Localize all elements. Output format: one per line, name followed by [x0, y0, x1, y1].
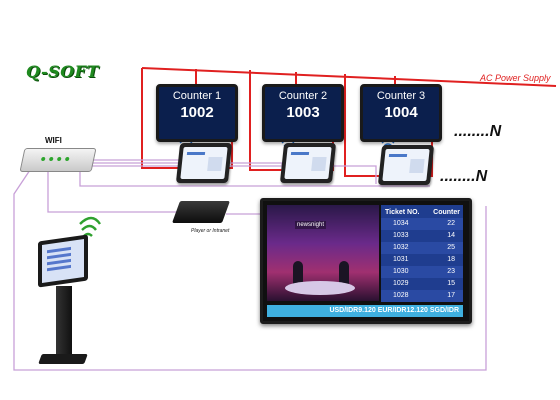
- counter-display-3: Counter 3 1004: [360, 84, 442, 142]
- tv-video-area: newsnight: [267, 205, 379, 301]
- wifi-label: WIFI: [45, 136, 62, 145]
- tv-channel-logo: newsnight: [295, 221, 327, 229]
- table-row: 1030 23: [381, 266, 463, 278]
- counter-tablet-3[interactable]: [377, 145, 435, 185]
- brand-logo: Q-SOFT: [26, 62, 99, 81]
- counter-display-2: Counter 2 1003: [262, 84, 344, 142]
- more-counters-label: ........N: [454, 123, 502, 140]
- ticket-number: 1029: [393, 280, 409, 287]
- table-row: 1028 17: [381, 290, 463, 302]
- currency-ticker: USD/IDR9.120 EUR/IDR12.120 SGD/IDR: [267, 305, 463, 317]
- counter-number: 14: [447, 232, 455, 239]
- counter-display-number: 1002: [180, 104, 214, 121]
- kiosk-base: [38, 354, 88, 364]
- ticket-number: 1032: [393, 244, 409, 251]
- media-player-box: [171, 201, 231, 223]
- ac-power-label: AC Power Supply: [480, 73, 551, 83]
- more-tablets-label: ........N: [440, 168, 488, 185]
- data-line-player: [47, 168, 192, 213]
- counter-number: 23: [447, 268, 455, 275]
- counter-display-label: Counter 3: [376, 90, 426, 102]
- header-ticket-no: Ticket NO.: [385, 209, 420, 216]
- table-row: 1031 18: [381, 254, 463, 266]
- wifi-router: [19, 148, 97, 172]
- ticket-number: 1034: [393, 220, 409, 227]
- ticket-number: 1030: [393, 268, 409, 275]
- counter-tablet-1[interactable]: [175, 143, 233, 183]
- ticket-number: 1033: [393, 232, 409, 239]
- counter-number: 18: [447, 256, 455, 263]
- table-row: 1032 25: [381, 242, 463, 254]
- ticket-number: 1031: [393, 256, 409, 263]
- player-label: Player or Intranet: [191, 228, 230, 234]
- table-row: 1029 15: [381, 278, 463, 290]
- counter-display-label: Counter 2: [278, 90, 328, 102]
- counter-display-label: Counter 1: [172, 90, 222, 102]
- counter-display-number: 1004: [384, 104, 418, 121]
- ac-power-bus: [141, 67, 557, 87]
- table-row: 1034 22: [381, 218, 463, 230]
- data-line-extra: [79, 170, 430, 187]
- ticket-table-header: Ticket NO. Counter: [381, 205, 463, 218]
- wifi-signal-kiosk: [79, 216, 101, 237]
- counter-number: 17: [447, 292, 455, 299]
- counter-number: 25: [447, 244, 455, 251]
- counter-display-1: Counter 1 1002: [156, 84, 238, 142]
- counter-number: 15: [447, 280, 455, 287]
- data-line-loop: [13, 169, 487, 371]
- kiosk-stand: [56, 286, 72, 356]
- counter-display-number: 1003: [286, 104, 320, 121]
- ticket-kiosk-screen[interactable]: [38, 234, 88, 288]
- ticket-number: 1028: [393, 292, 409, 299]
- header-counter: Counter: [433, 209, 460, 216]
- counter-tablet-2[interactable]: [279, 143, 337, 183]
- table-row: 1033 14: [381, 230, 463, 242]
- counter-number: 22: [447, 220, 455, 227]
